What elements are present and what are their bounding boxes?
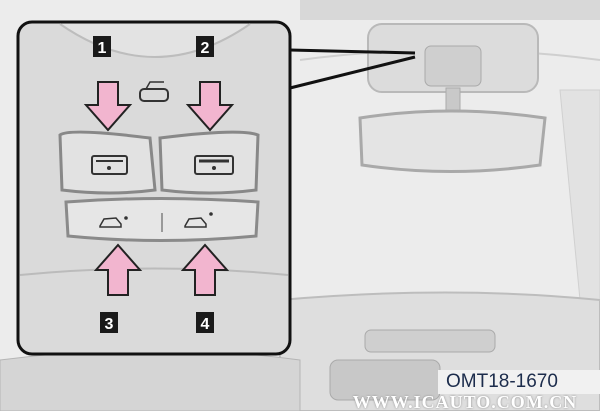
callout-number: 2	[201, 40, 210, 57]
mirror-mount	[367, 23, 539, 113]
light-icon	[107, 166, 111, 170]
car-icon	[99, 217, 122, 228]
rear-view-mirror	[358, 109, 547, 173]
sunroof-tilt-button[interactable]	[99, 216, 128, 228]
callout-2: 2	[196, 36, 214, 57]
callout-3: 3	[100, 312, 118, 333]
sunroof-slide-button[interactable]	[184, 212, 213, 228]
arrow-up-4	[180, 243, 230, 296]
callout-number: 4	[201, 316, 210, 333]
figure-code: OMT18-1670	[438, 370, 600, 394]
sunroof-button-bar	[64, 197, 260, 242]
arrow-up-3	[93, 243, 143, 296]
inset-panel: 1 2 3 4	[16, 20, 292, 356]
left-light-button[interactable]	[58, 130, 157, 195]
callout-number: 3	[105, 316, 114, 333]
callout-number: 1	[98, 40, 107, 57]
map-light-icon	[139, 81, 169, 102]
arrow-down-1	[83, 81, 133, 132]
leader-lines	[289, 48, 416, 90]
car-icon	[184, 217, 207, 228]
callout-1: 1	[93, 36, 111, 57]
light-icon	[212, 166, 216, 170]
right-light-button[interactable]	[158, 130, 260, 195]
watermark: WWW.ICAUTO.COM.CN	[352, 392, 578, 411]
callout-4: 4	[196, 312, 214, 333]
arrow-down-2	[185, 81, 235, 132]
